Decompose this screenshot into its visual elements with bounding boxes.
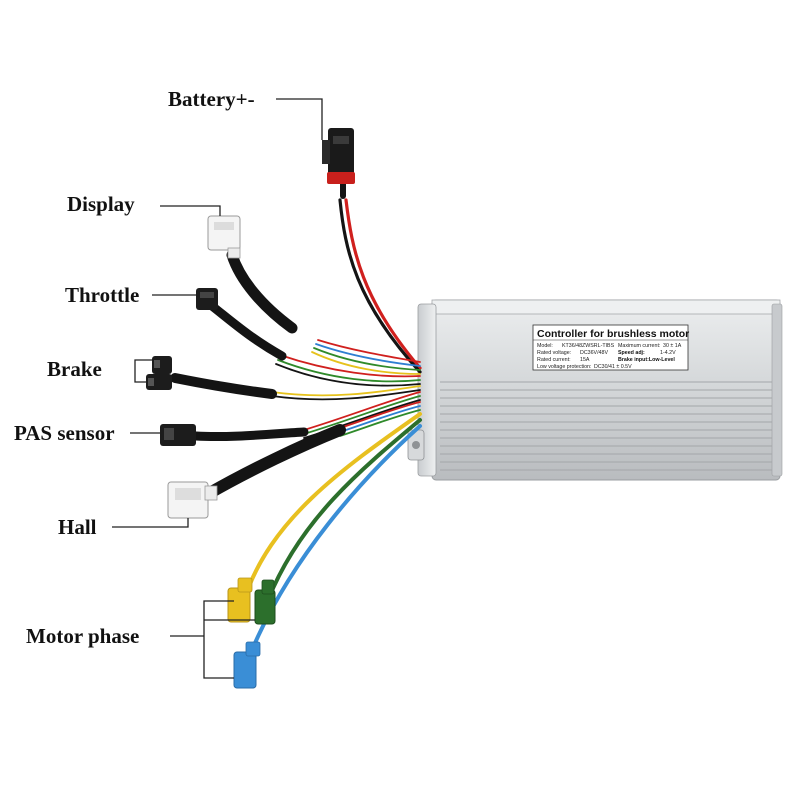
throttle-connector xyxy=(196,288,218,310)
mounting-hole xyxy=(412,441,420,449)
pas-cable xyxy=(191,427,309,442)
leader-display xyxy=(160,205,221,216)
hall-connector xyxy=(167,481,218,519)
sticker-rated-voltage-value: DC36V/48V xyxy=(580,350,608,356)
phase-connector-green xyxy=(254,579,276,625)
sticker-rated-current-value: 15A xyxy=(580,357,590,363)
sticker-model-value: KT36/48ZWSRL-TIBS xyxy=(562,343,615,349)
pas-connector xyxy=(160,424,196,446)
leader-brake xyxy=(134,359,152,368)
brake-connector xyxy=(146,356,172,390)
pas-wire-green xyxy=(303,395,421,435)
housing-right-cap xyxy=(771,303,783,477)
hall-cable xyxy=(202,424,346,500)
battery-connector xyxy=(322,128,355,184)
brake-cable xyxy=(170,373,277,399)
sticker-max-current-value: 30 ± 1A xyxy=(663,343,682,349)
leader-hall xyxy=(112,518,189,528)
label-brake: Brake xyxy=(47,357,102,381)
leader-lines xyxy=(112,98,323,679)
phase-connector-blue xyxy=(233,641,261,689)
display-cable xyxy=(226,249,298,334)
throttle-cable xyxy=(207,301,287,361)
hall-wire-blue xyxy=(339,405,421,433)
label-motor: Motor phase xyxy=(26,624,139,648)
sticker-speed-label: Speed adj: xyxy=(618,350,645,356)
labels: Battery+- Display Throttle Brake PAS sen… xyxy=(14,87,255,648)
sticker-low-voltage-label: Low voltage protection: xyxy=(537,364,591,370)
sticker-max-current-label: Maximum current: xyxy=(618,343,660,349)
housing-top-edge xyxy=(431,299,781,315)
pas-wire-red xyxy=(303,391,421,431)
sticker-low-voltage-value: DC30/41 ± 0.5V xyxy=(594,364,632,370)
phase-connector-yellow xyxy=(227,577,253,623)
display-wire-blue xyxy=(315,343,421,367)
throttle-wire-red xyxy=(279,354,421,378)
label-throttle: Throttle xyxy=(65,283,139,307)
hall-wire-green xyxy=(339,409,421,437)
display-wire-red xyxy=(317,339,421,363)
sticker-brake-input: Brake input:Low-Level xyxy=(618,357,675,363)
hall-wire-red xyxy=(339,401,421,429)
brake-wire-black xyxy=(271,389,421,401)
throttle-wire-black xyxy=(275,363,421,387)
sticker-model-label: Model: xyxy=(537,343,553,349)
battery-wire-black xyxy=(338,198,422,374)
battery-wire-red xyxy=(344,198,422,370)
spec-sticker: Controller for brushless motor Model: KT… xyxy=(532,324,689,371)
phase-wire-green xyxy=(266,418,422,602)
label-display: Display xyxy=(67,192,135,216)
leader-battery xyxy=(276,98,323,140)
sticker-rated-current-label: Rated current: xyxy=(537,357,571,363)
sticker-rated-voltage-label: Rated voltage: xyxy=(537,350,571,356)
throttle-wire-green xyxy=(277,359,421,383)
leader-motor-bracket xyxy=(203,600,234,679)
sticker-speed-value: 1-4.2V xyxy=(660,350,676,356)
leader-brake-2 xyxy=(134,368,146,383)
display-wire-green xyxy=(313,347,421,371)
label-pas: PAS sensor xyxy=(14,421,115,445)
brake-wire-yellow xyxy=(271,385,421,397)
label-hall: Hall xyxy=(58,515,97,539)
sticker-title: Controller for brushless motor xyxy=(537,328,689,340)
display-wire-yellow xyxy=(311,351,421,375)
display-connector xyxy=(207,215,241,259)
phase-wire-yellow xyxy=(242,412,422,602)
controller-housing: Controller for brushless motor Model: KT… xyxy=(407,299,783,481)
label-battery: Battery+- xyxy=(168,87,255,111)
sheathed-cables xyxy=(170,175,346,500)
cooling-fins xyxy=(440,381,772,471)
wire-harness xyxy=(242,198,422,652)
